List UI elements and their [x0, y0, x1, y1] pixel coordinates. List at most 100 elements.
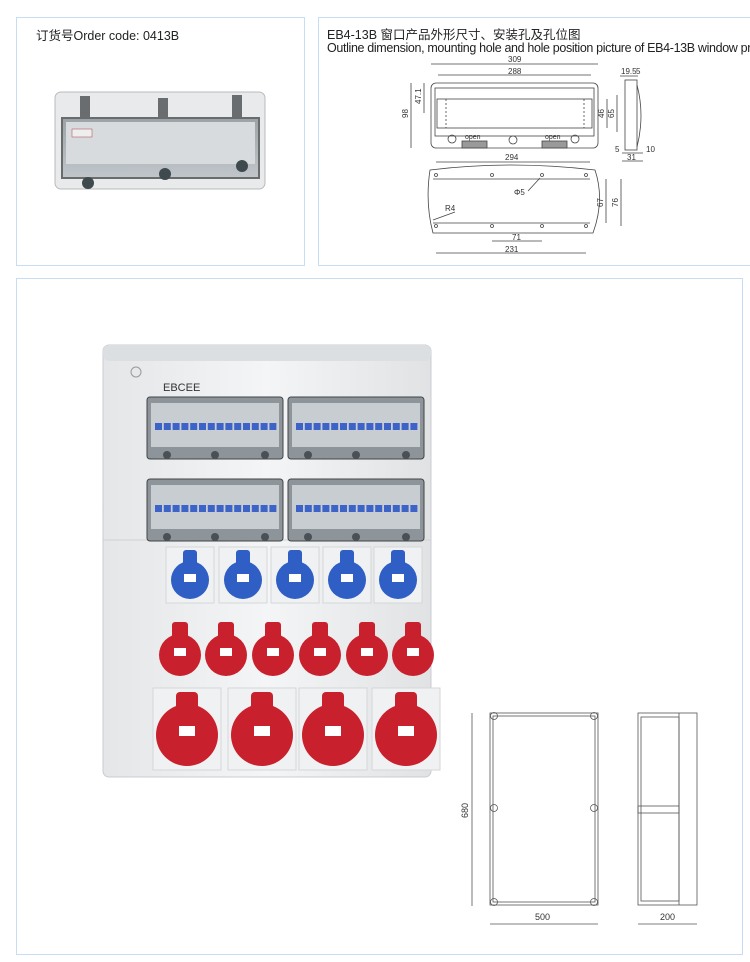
breaker-switch: [357, 505, 365, 512]
dim-288: 288: [508, 67, 522, 76]
blue-socket: [218, 546, 268, 604]
dim-309: 309: [508, 55, 522, 64]
red-socket: [159, 622, 201, 676]
breaker-window: [146, 478, 284, 542]
breaker-switch: [216, 423, 224, 430]
breaker-switch: [384, 505, 391, 512]
dim-680: 680: [460, 803, 470, 818]
window-knob: [402, 533, 410, 541]
breaker-switch: [172, 505, 180, 512]
large-red-socket: [298, 687, 368, 771]
breaker-switch: [375, 423, 383, 430]
breaker-switch: [225, 505, 233, 512]
dim-500: 500: [535, 912, 550, 922]
enclosure-dimension-labels: 680 500 200: [460, 803, 675, 922]
red-socket: [346, 622, 388, 676]
window-knob: [352, 533, 360, 541]
breaker-switch: [234, 423, 242, 430]
dimension-panel: [318, 17, 750, 266]
breaker-window: [146, 396, 284, 460]
window-knob: [261, 451, 269, 459]
breaker-switch: [225, 423, 233, 430]
breaker-switch: [260, 423, 268, 430]
red-socket: [392, 622, 434, 676]
window-product-photo: [54, 91, 266, 190]
breaker-switch: [163, 505, 171, 512]
breaker-switch: [190, 423, 198, 430]
breaker-switch: [313, 505, 321, 512]
breaker-switch: [322, 505, 330, 512]
breaker-switch: [340, 423, 347, 430]
breaker-switch: [392, 505, 400, 512]
breaker-switch: [155, 505, 162, 512]
breaker-switch: [401, 505, 409, 512]
large-red-socket: [227, 687, 297, 771]
dim-200: 200: [660, 912, 675, 922]
window-knob: [304, 451, 312, 459]
breaker-switch: [392, 423, 400, 430]
brand-label: EBCEE: [163, 382, 200, 394]
breaker-window: [287, 478, 425, 542]
dim-231: 231: [505, 245, 519, 254]
window-knob: [211, 533, 219, 541]
breaker-switch: [199, 423, 206, 430]
breaker-switch: [251, 423, 259, 430]
breaker-switch: [375, 505, 383, 512]
breaker-switch: [348, 505, 356, 512]
breaker-switch: [181, 423, 189, 430]
blue-socket: [270, 546, 320, 604]
dim-47: 47.1: [414, 88, 423, 104]
dimension-title-en: Outline dimension, mounting hole and hol…: [327, 41, 750, 55]
dim-294: 294: [505, 153, 519, 162]
enclosure-side-drawing: [637, 712, 698, 925]
large-red-socket: [371, 687, 441, 771]
breaker-switch: [260, 505, 268, 512]
dim-phi5: Φ5: [514, 188, 525, 197]
sockets: [152, 546, 441, 771]
window-knob: [261, 533, 269, 541]
breaker-switch: [296, 505, 303, 512]
window-knob: [304, 533, 312, 541]
breaker-switch: [269, 423, 277, 430]
red-socket: [252, 622, 294, 676]
dim-31: 31: [627, 153, 636, 162]
dimension-title-cn: EB4-13B 窗口产品外形尺寸、安装孔及孔位图: [327, 28, 581, 42]
dim-5: 5: [636, 67, 641, 76]
breaker-switch: [331, 505, 339, 512]
window-knob: [352, 451, 360, 459]
breaker-switch: [304, 505, 312, 512]
breaker-switch: [181, 505, 189, 512]
breaker-switch: [234, 505, 242, 512]
breaker-switch: [366, 505, 374, 512]
window-knob: [402, 451, 410, 459]
breaker-switch: [313, 423, 321, 430]
breaker-switch: [243, 423, 250, 430]
window-outline-drawing: [410, 63, 643, 254]
window-knob: [163, 533, 171, 541]
breaker-switch: [207, 505, 215, 512]
breaker-switch: [401, 423, 409, 430]
breaker-switch: [384, 423, 391, 430]
breaker-switch: [304, 423, 312, 430]
breaker-switch: [216, 505, 224, 512]
breaker-switch: [322, 423, 330, 430]
dim-19-5: 19.5: [621, 67, 637, 76]
open-label-right: open: [545, 134, 561, 141]
large-red-socket: [152, 687, 222, 771]
blue-socket: [373, 546, 423, 604]
breaker-windows: [146, 396, 425, 542]
open-label-left: open: [465, 134, 481, 141]
order-code-label: 订货号Order code: 0413B: [36, 29, 180, 43]
breaker-switch: [331, 423, 339, 430]
enclosure-front-drawing: [471, 712, 599, 925]
breaker-switch: [155, 423, 162, 430]
blue-socket: [165, 546, 215, 604]
dim-46: 46: [597, 109, 606, 118]
blue-socket: [322, 546, 372, 604]
breaker-switch: [207, 423, 215, 430]
window-dimension-labels: 309 288 98 47.1 46 65 19.5 5 5 10 31 294…: [401, 55, 655, 254]
breaker-switch: [410, 505, 418, 512]
dim-65: 65: [607, 109, 616, 118]
window-knob: [211, 451, 219, 459]
